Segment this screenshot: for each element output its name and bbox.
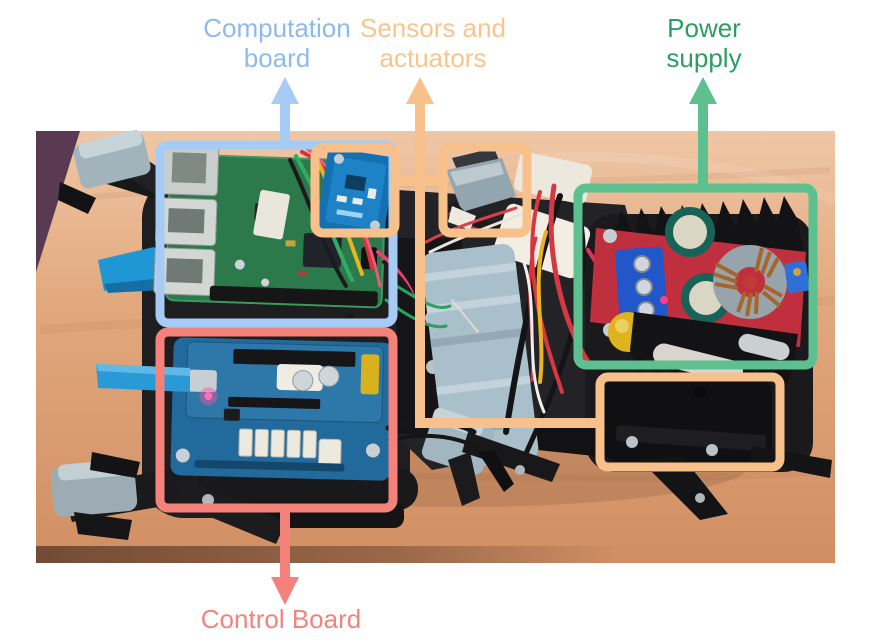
sensors-actuators-label: Sensors and actuators	[360, 13, 506, 73]
imu-sensor-board	[316, 147, 396, 239]
usb-cable	[96, 364, 190, 392]
power-supply-label: Power supply	[666, 13, 742, 73]
control-board-label: Control Board	[200, 604, 362, 634]
control-board-pcb	[170, 337, 394, 481]
usb-dongle	[98, 247, 166, 293]
table-corner	[36, 131, 80, 272]
computation-board-label: Computation board	[203, 13, 351, 73]
